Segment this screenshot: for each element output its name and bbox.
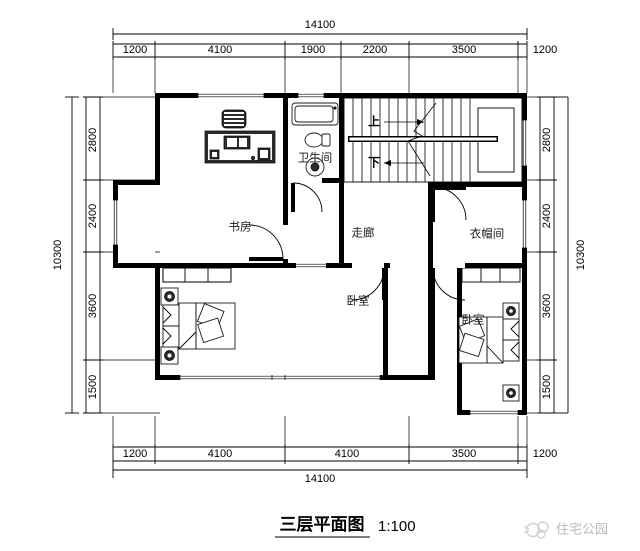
dim-left-seg-3: 1500 [87,375,99,399]
bed-right-icon [458,316,520,364]
door-cloakroom [430,186,467,221]
windows [113,93,527,415]
dim-bottom-total: 14100 [305,473,336,485]
bathtub-icon [291,102,339,126]
room-label-corridor: 走廊 [352,226,375,240]
dimension-top: 14100 1200 4100 1900 2200 3500 1200 [112,19,557,93]
room-label-bedroom-left: 卧室 [347,294,370,308]
dim-right-seg-2: 3600 [541,294,553,318]
dim-bottom-seg-4: 1200 [533,448,557,460]
dim-top-seg-4: 3500 [452,44,476,56]
window-corridor-top [296,263,326,268]
bathroom-fixtures [291,102,339,177]
dim-top-seg-1: 4100 [208,44,232,56]
stair-down-label: 下 [368,156,380,170]
wardrobe-bedroom-right [461,267,521,283]
dim-left-seg-0: 2800 [87,128,99,152]
window-bedroom-left-bottom [179,375,381,380]
desk-icon [204,130,276,164]
door-bedroom-left [351,263,386,301]
stair-up-label: 上 [368,114,380,129]
room-label-study: 书房 [229,220,252,234]
dim-top-seg-3: 2200 [363,44,387,56]
door-study [248,224,288,261]
dimension-bottom: 1200 4100 4100 3500 1200 14100 [112,416,557,485]
wardrobe-bedroom-left [162,267,232,283]
dim-left-seg-2: 3600 [87,294,99,318]
room-label-bathroom: 卫生间 [298,151,333,165]
window-stair-right [522,119,527,167]
dim-top-seg-2: 1900 [301,44,325,56]
doors [248,178,467,301]
dim-right-seg-0: 2800 [541,128,553,152]
dim-bottom-seg-0: 1200 [123,448,147,460]
nightstand-right-bottom [502,384,520,402]
study-furniture [204,109,276,164]
nightstand-right-top [502,302,520,320]
window-study-left [113,199,118,246]
stair-up-arrow [384,119,424,125]
dimension-right: 10300 2800 2400 3600 1500 [505,96,587,414]
closets [162,267,521,283]
dim-bottom-seg-2: 4100 [335,448,359,460]
bedroom-right-furniture [458,302,520,402]
bedroom-left-furniture [160,287,236,365]
watermark: 住宅公园 [523,521,608,539]
dim-top-seg-0: 1200 [123,44,147,56]
sink-icon [305,157,325,177]
door-bedroom-right [431,263,466,301]
staircase: 上 下 [343,97,523,187]
dim-bottom-seg-3: 3500 [452,448,476,460]
dim-top-seg-5: 1200 [533,44,557,56]
door-bathroom [288,178,323,213]
stair-down-arrow [384,160,424,166]
watermark-label: 住宅公园 [556,523,608,538]
dim-top-total: 14100 [305,19,336,31]
dim-right-total: 10300 [575,240,587,271]
room-labels: 书房 卫生间 走廊 衣帽间 卧室 卧室 [229,151,505,327]
room-label-cloakroom: 衣帽间 [470,227,505,241]
dim-right-seg-1: 2400 [541,204,553,228]
room-label-bedroom-right: 卧室 [462,313,485,327]
nightstand-left-top [160,287,179,306]
dim-right-seg-3: 1500 [541,375,553,399]
title-block: 三层平面图 1:100 [275,515,416,538]
window-bathroom-top [297,93,325,98]
office-chair-icon [221,109,247,129]
bed-left-icon [162,302,236,350]
dimension-left: 10300 2800 2400 3600 1500 [52,96,160,414]
window-bedroom-right-bottom [469,410,519,415]
window-cloakroom-right [522,199,527,249]
window-study-top [197,93,265,98]
drawing-title: 三层平面图 [280,515,365,535]
nightstand-left-bottom [160,346,179,365]
dim-left-total: 10300 [52,240,64,271]
dim-left-seg-1: 2400 [87,204,99,228]
toilet-icon [304,132,331,148]
cloud-logo-icon [523,521,549,539]
drawing-scale: 1:100 [378,518,416,535]
dim-bottom-seg-1: 4100 [208,448,232,460]
